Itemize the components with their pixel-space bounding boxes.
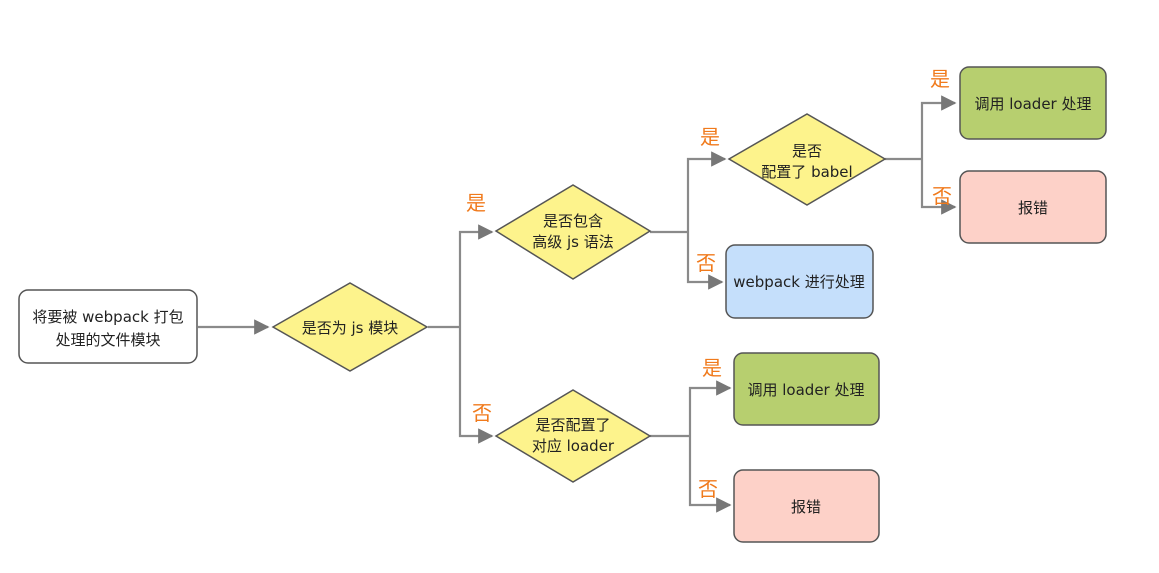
node-is-js: 是否为 js 模块 (271, 282, 429, 372)
node-is-js-line-1: 是否为 js 模块 (302, 319, 399, 337)
node-loader-a-line-1: 调用 loader 处理 (975, 95, 1092, 113)
node-loader-a: 调用 loader 处理 (959, 66, 1107, 140)
edge-babel-no (920, 159, 957, 215)
node-error-b-line-1: 报错 (791, 498, 821, 516)
node-has-loader: 是否配置了 对应 loader (494, 389, 652, 483)
node-has-babel-line-2: 配置了 babel (761, 163, 852, 181)
node-error-a: 报错 (959, 170, 1107, 244)
node-loader-b: 调用 loader 处理 (733, 352, 880, 426)
node-has-babel: 是否 配置了 babel (727, 113, 887, 206)
edge-loader-yes (688, 380, 732, 436)
node-has-advanced-line-1: 是否包含 (543, 212, 603, 230)
edge-loader-no (688, 436, 732, 513)
node-has-loader-line-2: 对应 loader (532, 437, 615, 455)
edge-label-adv-yes: 是 (700, 125, 720, 149)
edge-label-js-yes: 是 (466, 191, 486, 215)
node-start-line-1: 将要被 webpack 打包 (32, 308, 183, 326)
edge-label-babel-yes: 是 (930, 67, 950, 91)
node-has-babel-line-1: 是否 (792, 142, 822, 160)
nodes: 将要被 webpack 打包 处理的文件模块 是否为 js 模块 是否包含 高级… (18, 66, 1107, 543)
node-error-a-line-1: 报错 (1018, 199, 1048, 217)
edge-is-js-yes (458, 224, 494, 327)
node-loader-b-line-1: 调用 loader 处理 (748, 381, 865, 399)
edge-babel-yes (920, 95, 957, 159)
node-has-advanced-line-2: 高级 js 语法 (532, 233, 614, 251)
node-has-loader-line-1: 是否配置了 (535, 416, 610, 434)
node-has-advanced: 是否包含 高级 js 语法 (494, 184, 652, 280)
edge-label-loader-no: 否 (698, 477, 718, 501)
edge-adv-yes (686, 151, 727, 232)
edge-adv-no (686, 232, 724, 290)
node-error-b: 报错 (733, 469, 880, 543)
edge-label-babel-no: 否 (932, 184, 952, 208)
edge-label-loader-yes: 是 (702, 356, 722, 380)
node-start: 将要被 webpack 打包 处理的文件模块 (18, 289, 198, 364)
edges (198, 95, 957, 513)
edge-label-adv-no: 否 (696, 251, 716, 275)
node-webpack-process: webpack 进行处理 (725, 244, 874, 319)
edge-labels: 是 否 是 否 是 否 是 否 (466, 67, 952, 501)
node-start-line-2: 处理的文件模块 (55, 331, 160, 349)
edge-label-js-no: 否 (472, 401, 492, 425)
edge-is-js-no (458, 327, 494, 444)
node-webpack-process-line-1: webpack 进行处理 (733, 273, 864, 291)
